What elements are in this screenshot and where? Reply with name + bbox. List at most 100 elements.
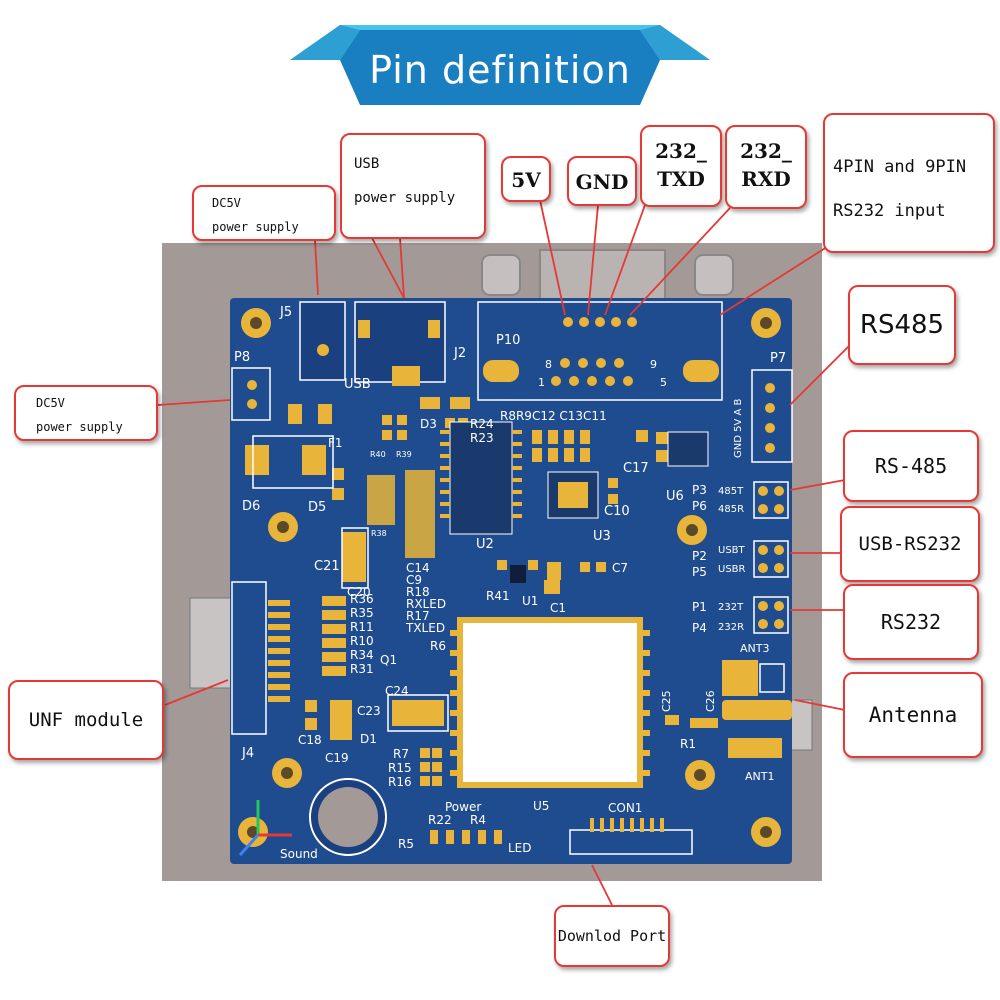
callout-rs232-text: RS232 (880, 610, 942, 634)
leader-dc5v-top (290, 239, 319, 296)
label-c23: C23 (357, 704, 381, 718)
label-con1: CON1 (608, 801, 642, 815)
u1-ic (510, 565, 526, 583)
label-q1: Q1 (380, 653, 397, 667)
callout-rxd-line1: 232_ (740, 139, 792, 163)
label-r23: R23 (470, 431, 494, 445)
label-r17: R17 (406, 609, 430, 623)
j5-dc-jack (299, 301, 346, 381)
callout-5v: 5V (501, 156, 551, 202)
label-p6: P6 (692, 499, 707, 513)
label-j5: J5 (279, 305, 292, 320)
p7-header (751, 369, 793, 463)
u6-ic (667, 431, 709, 467)
label-p1: P1 (692, 600, 707, 614)
callout-rs-485-text: RS-485 (874, 454, 948, 478)
p8-header (231, 367, 271, 421)
callout-download-port: Downlod Port (554, 905, 670, 967)
leader-gnd (587, 204, 599, 316)
label-r24: R24 (470, 417, 494, 431)
label-j4: J4 (241, 746, 254, 761)
label-c1: C1 (550, 601, 566, 615)
callout-unf-module: UNF module (8, 680, 164, 760)
label-c21: C21 (314, 559, 340, 574)
callout-usb-rs232: USB-RS232 (840, 506, 980, 582)
callout-usb-rs232-text: USB-RS232 (858, 533, 962, 555)
callout-rs485-text: RS485 (859, 310, 945, 340)
label-u2: U2 (476, 537, 494, 552)
r-array-2 (367, 475, 395, 525)
callout-txd-line2: TXD (657, 167, 705, 191)
label-u5: U5 (533, 799, 549, 813)
leader-download (591, 864, 613, 906)
callout-gnd: GND (567, 156, 637, 206)
banner (290, 25, 710, 105)
label-r7: R7 (393, 747, 409, 761)
j4-connector (231, 581, 267, 735)
leader-usb (371, 237, 405, 299)
label-r36: R36 (350, 592, 374, 606)
callout-5v-text: 5V (511, 168, 541, 192)
label-232t: 232T (718, 602, 744, 613)
callout-txd-line1: 232_ (655, 139, 707, 163)
mounting-holes (238, 308, 781, 847)
label-r15: R15 (388, 761, 412, 775)
callout-rs232-input: 4PIN and 9PIN RS232 input (823, 113, 995, 253)
u2-ic (449, 421, 513, 535)
u5-module (457, 617, 643, 788)
label-c24: C24 (385, 684, 409, 698)
callout-rs485: RS485 (848, 285, 956, 365)
label-u1: U1 (522, 594, 538, 608)
label-usb: USB (344, 377, 371, 392)
label-c14: C14 (406, 561, 430, 575)
label-pin9: 9 (650, 358, 657, 371)
callout-232-rxd: 232_ RXD (725, 125, 807, 209)
callout-usb-line2: power supply (354, 190, 456, 206)
p1-p4-header (753, 596, 789, 634)
leader-rxd (629, 207, 731, 316)
label-p7-pins: GND 5V A B (733, 398, 744, 458)
label-p7: P7 (770, 351, 786, 366)
label-r16: R16 (388, 775, 412, 789)
smd-pads (245, 397, 668, 844)
label-ant3: ANT3 (740, 642, 769, 655)
d6-diode (252, 435, 334, 489)
label-c7: C7 (612, 561, 628, 575)
label-p4: P4 (692, 621, 707, 635)
label-pin8: 8 (545, 358, 552, 371)
callout-dc5v-left-line2: power supply (36, 420, 123, 434)
label-c26: C26 (704, 690, 717, 712)
callout-usb-power: USB power supply (340, 133, 486, 239)
label-r4: R4 (470, 813, 486, 827)
leader-5v (539, 199, 566, 316)
label-r41: R41 (486, 589, 510, 603)
label-c20: C20 (347, 585, 371, 599)
ant-connector (722, 700, 792, 720)
label-485t: 485T (718, 486, 744, 497)
label-r1: R1 (680, 737, 696, 751)
label-p8: P8 (234, 350, 250, 365)
callout-dc5v-left: DC5V power supply (14, 385, 158, 441)
label-sound: Sound (280, 847, 318, 861)
label-led: LED (508, 841, 532, 855)
label-r34: R34 (350, 648, 374, 662)
label-c18: C18 (298, 733, 322, 747)
label-d5: D5 (308, 500, 326, 515)
label-j2: J2 (453, 346, 466, 361)
u5-pads (450, 630, 650, 776)
label-r11: R11 (350, 620, 374, 634)
label-d1: D1 (360, 732, 377, 746)
db9-screw-pad-left (483, 360, 519, 382)
leader-unf (164, 679, 229, 706)
label-txled: TXLED (405, 621, 445, 635)
label-d3: D3 (420, 417, 437, 431)
banner-shade-left (290, 25, 360, 60)
banner-shade-right (640, 25, 710, 60)
callout-usb-line1: USB (354, 156, 380, 172)
label-485r: 485R (718, 504, 744, 515)
callout-rs232: RS232 (843, 584, 979, 660)
callout-dc5v-top: DC5V power supply (192, 185, 336, 241)
db9-screw-right (694, 254, 734, 296)
